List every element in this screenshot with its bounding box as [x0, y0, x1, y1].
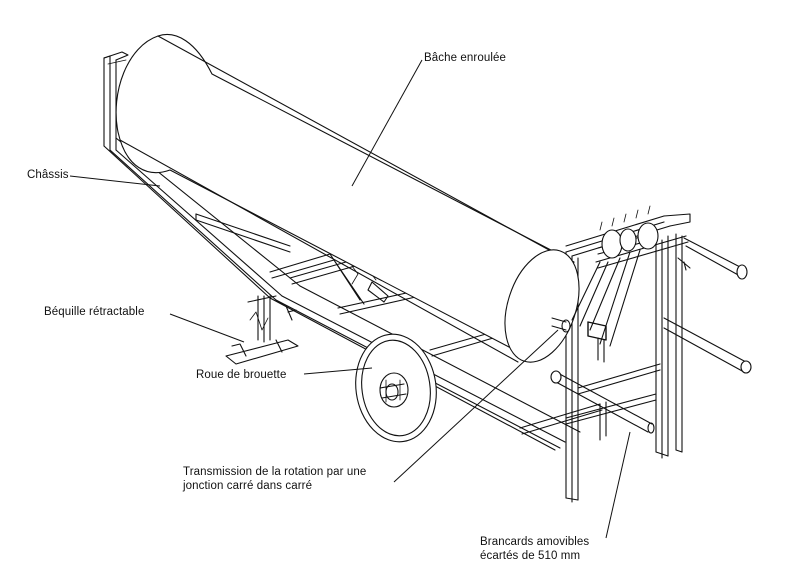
label-transmission-line1: Transmission de la rotation par une: [183, 466, 367, 478]
retractable-stand: [225, 295, 299, 365]
transmission-assembly: [571, 205, 748, 363]
rolled-tarp: [115, 34, 580, 363]
wheelbarrow-wheel: [355, 333, 437, 443]
leader-lines: [69, 59, 631, 539]
label-bache: Bâche enroulée: [424, 52, 506, 64]
label-brancards-line2: écartés de 510 mm: [480, 550, 581, 562]
label-transmission-line2: jonction carré dans carré: [183, 480, 313, 492]
label-bequille: Béquille rétractable: [44, 306, 145, 318]
label-roue: Roue de brouette: [196, 369, 287, 381]
label-brancards-line1: Brancards amovibles: [480, 536, 590, 548]
label-chassis: Châssis: [27, 169, 69, 181]
removable-shafts: [550, 317, 752, 434]
